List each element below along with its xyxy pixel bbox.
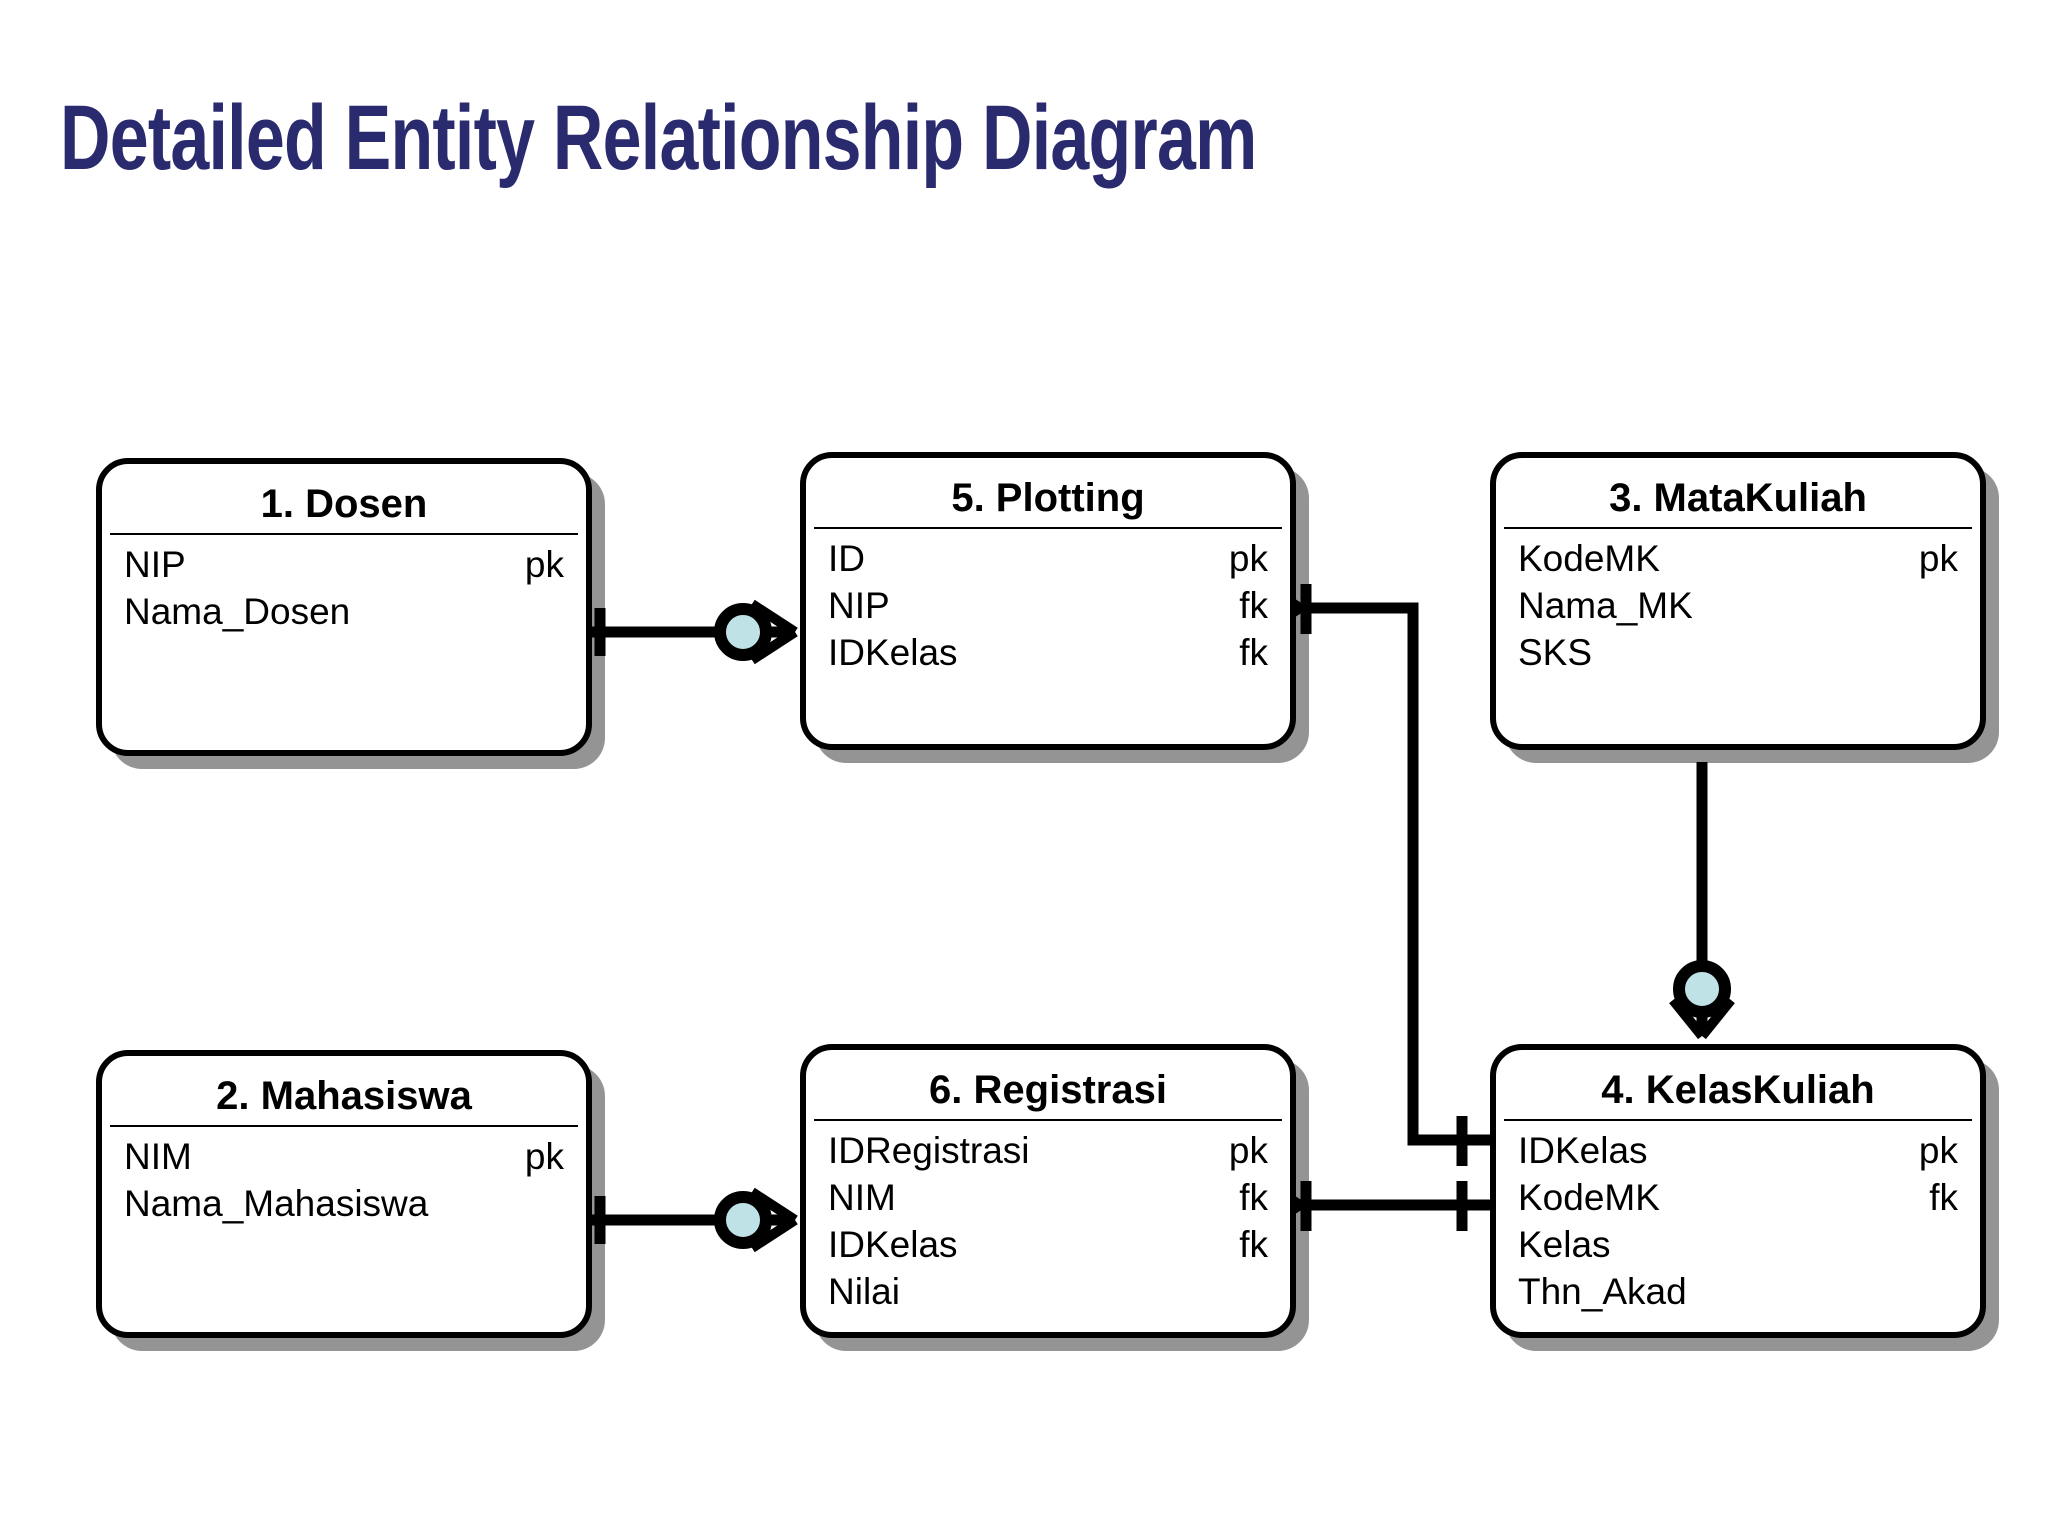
attribute-name: IDKelas [828, 632, 958, 673]
attribute-row: IDKelas fk [828, 629, 1268, 676]
attribute-name: SKS [1518, 632, 1593, 673]
attribute-row: NIP pk [124, 541, 564, 588]
attribute-key: pk [1918, 538, 1958, 579]
entity-attributes: IDRegistrasi pk NIM fk IDKelas fk Nilai [806, 1121, 1290, 1325]
attribute-name: Nama_Dosen [124, 591, 351, 632]
attribute-name: Nama_MK [1518, 585, 1693, 626]
attribute-name: IDKelas [1518, 1130, 1648, 1171]
entity-divider [814, 1119, 1282, 1121]
relationship-plotting-kelaskuliah[interactable] [1259, 579, 1490, 1166]
attribute-row: IDKelas pk [1518, 1127, 1958, 1174]
attribute-key: pk [1228, 1130, 1268, 1171]
entity-title: 2. Mahasiswa [216, 1074, 472, 1118]
entity-attributes: KodeMK pk Nama_MK SKS [1496, 529, 1980, 686]
attribute-name: IDRegistrasi [828, 1130, 1030, 1171]
attribute-row: KodeMK pk [1518, 535, 1958, 582]
attribute-name: IDKelas [828, 1224, 958, 1265]
entity-title: 5. Plotting [951, 476, 1145, 520]
attribute-row: NIP fk [828, 582, 1268, 629]
attribute-name: Kelas [1518, 1224, 1611, 1265]
entity-attributes: IDKelas pk KodeMK fk Kelas Thn_Akad [1496, 1121, 1980, 1325]
attribute-row: NIM fk [828, 1174, 1268, 1221]
relationship-mahasiswa-registrasi[interactable] [592, 1187, 798, 1253]
entity-attributes: NIP pk Nama_Dosen [102, 535, 586, 645]
cardinality-zero-circle [714, 603, 772, 661]
entity-title: 4. KelasKuliah [1601, 1068, 1875, 1112]
attribute-row: Nama_Mahasiswa [124, 1180, 564, 1227]
attribute-name: NIP [124, 544, 186, 585]
attribute-name: ID [828, 538, 865, 579]
relationship-registrasi-kelaskuliah[interactable] [1259, 1176, 1490, 1234]
attribute-key: fk [1929, 1177, 1958, 1218]
attribute-key: fk [1239, 1177, 1268, 1218]
attribute-name: NIM [124, 1136, 192, 1177]
attribute-row: Nama_MK [1518, 582, 1958, 629]
entity-attributes: ID pk NIP fk IDKelas fk [806, 529, 1290, 686]
cardinality-zero-circle [714, 1191, 772, 1249]
attribute-name: NIM [828, 1177, 896, 1218]
attribute-row: Nilai [828, 1268, 1268, 1315]
attribute-row: ID pk [828, 535, 1268, 582]
attribute-name: NIP [828, 585, 890, 626]
attribute-row: KodeMK fk [1518, 1174, 1958, 1221]
entity-divider [110, 533, 578, 535]
attribute-row: Kelas [1518, 1221, 1958, 1268]
relationship-dosen-plotting[interactable] [592, 599, 798, 665]
attribute-name: Nama_Mahasiswa [124, 1183, 429, 1224]
attribute-key: pk [1228, 538, 1268, 579]
entity-kelaskuliah[interactable]: 4. KelasKuliah IDKelas pk KodeMK fk Kela… [1490, 1044, 1986, 1338]
attribute-key: pk [524, 1136, 564, 1177]
attribute-row: IDKelas fk [828, 1221, 1268, 1268]
attribute-row: IDRegistrasi pk [828, 1127, 1268, 1174]
entity-attributes: NIM pk Nama_Mahasiswa [102, 1127, 586, 1237]
attribute-key: fk [1239, 632, 1268, 673]
entity-matakuliah[interactable]: 3. MataKuliah KodeMK pk Nama_MK SKS [1490, 452, 1986, 750]
attribute-row: SKS [1518, 629, 1958, 676]
entity-title: 3. MataKuliah [1609, 476, 1867, 520]
attribute-key: fk [1239, 1224, 1268, 1265]
attribute-row: Nama_Dosen [124, 588, 564, 635]
attribute-row: NIM pk [124, 1133, 564, 1180]
cardinality-zero-circle [1673, 960, 1731, 1018]
entity-mahasiswa[interactable]: 2. Mahasiswa NIM pk Nama_Mahasiswa [96, 1050, 592, 1338]
attribute-name: KodeMK [1518, 1177, 1660, 1218]
entity-plotting[interactable]: 5. Plotting ID pk NIP fk IDKelas fk [800, 452, 1296, 750]
entity-dosen[interactable]: 1. Dosen NIP pk Nama_Dosen [96, 458, 592, 756]
attribute-row: Thn_Akad [1518, 1268, 1958, 1315]
entity-divider [110, 1125, 578, 1127]
attribute-key: pk [524, 544, 564, 585]
page-title: Detailed Entity Relationship Diagram [60, 87, 1257, 189]
entity-divider [1504, 1119, 1972, 1121]
attribute-key: pk [1918, 1130, 1958, 1171]
entity-registrasi[interactable]: 6. Registrasi IDRegistrasi pk NIM fk IDK… [800, 1044, 1296, 1338]
entity-title: 1. Dosen [260, 482, 428, 526]
attribute-name: Thn_Akad [1518, 1271, 1687, 1312]
attribute-name: KodeMK [1518, 538, 1660, 579]
entity-title: 6. Registrasi [929, 1068, 1167, 1112]
attribute-name: Nilai [828, 1271, 900, 1312]
entity-divider [814, 527, 1282, 529]
relationship-matakuliah-kelaskuliah[interactable] [1669, 762, 1735, 1040]
entity-divider [1504, 527, 1972, 529]
attribute-key: fk [1239, 585, 1268, 626]
